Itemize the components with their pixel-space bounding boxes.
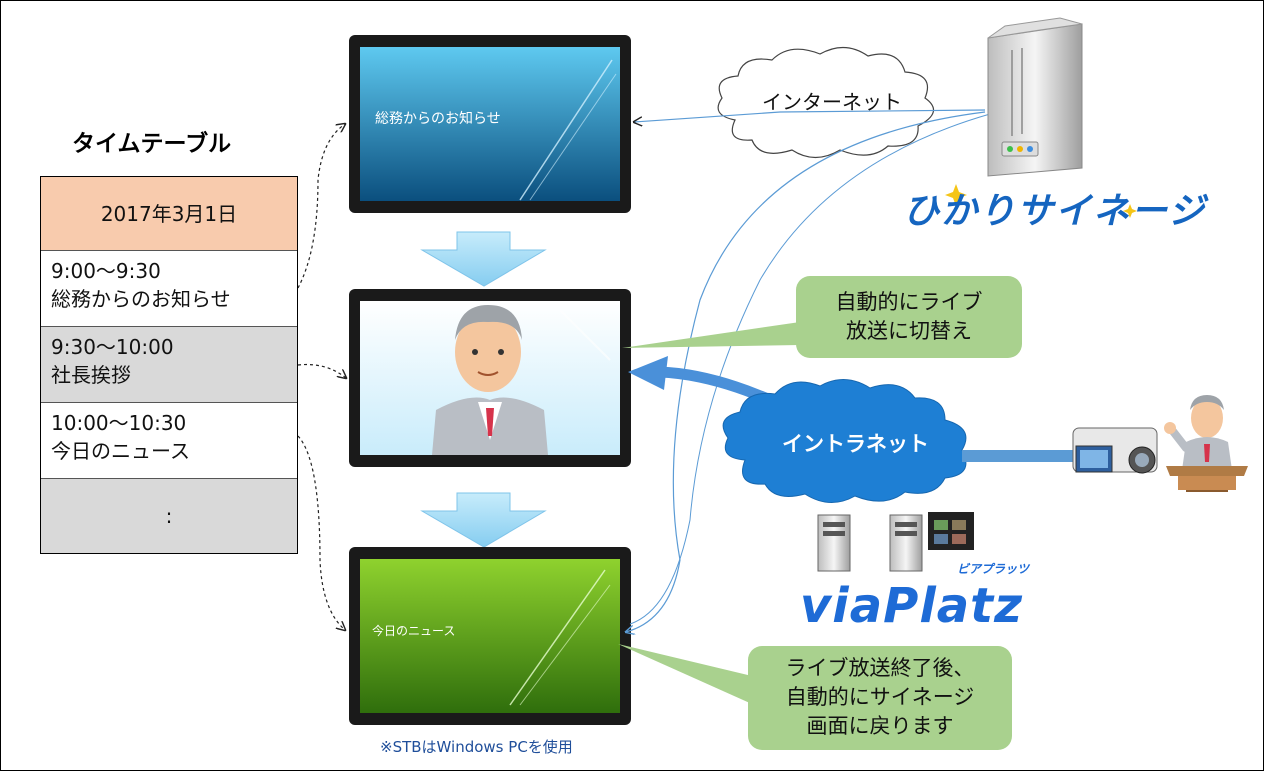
screen-live — [349, 289, 631, 467]
video-camera-icon — [1072, 427, 1158, 474]
timetable-more: : — [41, 479, 297, 553]
row-program: 総務からのお知らせ — [51, 287, 231, 311]
link-row2-to-live — [297, 363, 346, 378]
callout-live-switch — [622, 276, 1022, 358]
timetable-row: 9:30～10:00 社長挨拶 — [41, 327, 297, 403]
row-program: 今日のニュース — [51, 439, 190, 463]
sparkle-icon — [945, 184, 1137, 218]
internet-label: インターネット — [762, 90, 902, 114]
row-time: 9:30～10:00 — [51, 335, 174, 359]
screen-bottom-label: 今日のニュース — [372, 624, 456, 638]
callout-line: ライブ放送終了後、 — [785, 656, 975, 680]
callout-return-text: ライブ放送終了後、 自動的にサイネージ 画面に戻ります — [748, 654, 1012, 741]
server-to-bottom-line — [626, 111, 986, 632]
hikari-server-icon — [987, 17, 1083, 177]
callout-live-switch-text: 自動的にライブ 放送に切替え — [796, 288, 1022, 346]
callout-line: 放送に切替え — [846, 319, 972, 343]
internet-cloud — [717, 46, 934, 159]
screen-top-label: 総務からのお知らせ — [375, 111, 501, 127]
timetable: 2017年3月1日 9:00～9:30 総務からのお知らせ 9:30～10:00… — [40, 176, 298, 554]
timetable-row: 9:00～9:30 総務からのお知らせ — [41, 251, 297, 327]
callout-line: 画面に戻ります — [806, 714, 954, 738]
screen-bottom — [349, 547, 631, 725]
down-arrow-2 — [420, 492, 547, 548]
row-program: 社長挨拶 — [51, 363, 131, 387]
callout-line: 自動的にサイネージ — [785, 685, 975, 709]
hikari-signage-logo: ひかりサイネージ — [903, 191, 1207, 232]
server-to-bottom-line-2 — [629, 113, 991, 625]
intranet-label: イントラネット — [782, 432, 929, 456]
link-row1-to-top — [297, 124, 345, 289]
callout-line: 自動的にライブ — [835, 290, 983, 314]
link-row3-to-bottom — [297, 435, 345, 630]
pc-tower-icon — [817, 514, 923, 572]
row-time: 10:00～10:30 — [51, 411, 187, 435]
stb-footnote: ※STBはWindows PCを使用 — [380, 738, 573, 756]
film-strip-icon — [928, 512, 974, 550]
down-arrow-1 — [420, 231, 547, 287]
row-time: 9:00～9:30 — [51, 259, 161, 283]
callout-return — [618, 644, 1012, 750]
internet-to-top-line — [634, 109, 986, 122]
intranet-camera-link — [962, 450, 1074, 462]
timetable-title: タイムテーブル — [72, 131, 232, 157]
viaplatz-kana: ビアプラッツ — [957, 562, 1030, 576]
intranet-cloud — [722, 379, 967, 503]
screen-top — [349, 35, 631, 213]
viaplatz-logo: viaPlatz — [800, 578, 1024, 634]
presenter-icon — [1164, 395, 1248, 492]
timetable-row: 10:00～10:30 今日のニュース — [41, 403, 297, 479]
timetable-date: 2017年3月1日 — [41, 177, 297, 251]
